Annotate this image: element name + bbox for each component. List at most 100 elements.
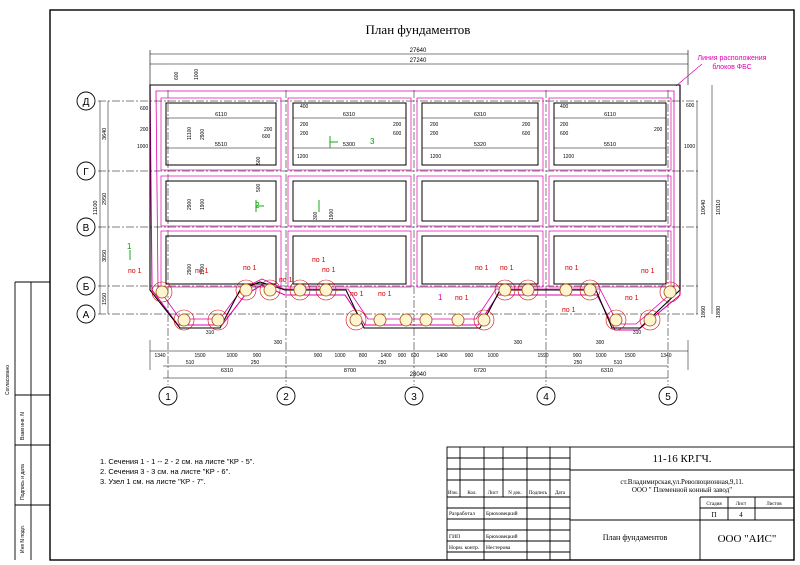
foundation-outline xyxy=(149,84,681,329)
svg-text:250: 250 xyxy=(378,360,387,366)
svg-text:1900: 1900 xyxy=(200,199,206,210)
svg-text:N док.: N док. xyxy=(508,491,522,496)
left-margin-strip: Согласовано Взам инв. N Подпись и дата И… xyxy=(5,281,50,560)
pile-outer-rings xyxy=(151,279,681,331)
stamp-sheets-label: Листов xyxy=(766,502,782,507)
svg-text:Изм.: Изм. xyxy=(448,491,458,496)
dim-left-11100: 11100 xyxy=(93,201,99,215)
dim-top-2: 6310 xyxy=(343,112,355,118)
svg-text:по 1: по 1 xyxy=(195,268,209,275)
section-mark-3: 3 xyxy=(370,137,375,146)
fbs-note-line2: блоков ФБС xyxy=(712,63,751,71)
svg-text:200: 200 xyxy=(140,127,149,133)
svg-text:по 1: по 1 xyxy=(243,265,257,272)
svg-text:ГИП: ГИП xyxy=(449,534,460,540)
svg-text:200: 200 xyxy=(654,127,663,133)
stamp-stage: П xyxy=(711,511,716,519)
dim-mid-4: 5510 xyxy=(604,142,616,148)
svg-text:300: 300 xyxy=(514,340,523,346)
title-block-roles: Разработал Брюховецкий ГИП Брюховецкий Н… xyxy=(449,510,518,551)
svg-text:600: 600 xyxy=(411,353,420,359)
svg-text:1000: 1000 xyxy=(137,144,148,150)
stamp-address: ст.Владимирская,ул.Революционная,9,11. xyxy=(620,478,743,486)
svg-text:510: 510 xyxy=(186,360,195,366)
svg-text:Лист: Лист xyxy=(488,491,499,496)
svg-text:1900: 1900 xyxy=(200,264,206,275)
note-2: 2. Сечения 3 - 3 см. на листе "КР - 6". xyxy=(100,467,230,476)
svg-text:по 1: по 1 xyxy=(565,265,579,272)
svg-text:по 1: по 1 xyxy=(312,257,326,264)
svg-text:по 1: по 1 xyxy=(350,291,364,298)
section-marks xyxy=(129,136,338,260)
svg-text:2900: 2900 xyxy=(200,129,206,140)
svg-text:по 1: по 1 xyxy=(475,265,489,272)
dim-overall-outer: 27640 xyxy=(410,48,427,54)
row-label-d: Д xyxy=(83,97,90,108)
svg-text:1000: 1000 xyxy=(595,353,606,359)
svg-text:800: 800 xyxy=(359,353,368,359)
svg-text:1500: 1500 xyxy=(624,353,635,359)
svg-text:600: 600 xyxy=(560,131,569,137)
svg-text:200: 200 xyxy=(300,122,309,128)
bottom-dim-chain: 1340 1500 1000 900 900 1000 800 1400 900… xyxy=(154,330,671,366)
node-mark-1: 1 xyxy=(438,293,443,302)
svg-text:1200: 1200 xyxy=(297,154,308,160)
svg-text:1340: 1340 xyxy=(660,353,671,359)
row-label-b: Б xyxy=(83,282,90,293)
axis-lines xyxy=(98,90,700,385)
svg-text:600: 600 xyxy=(522,131,531,137)
svg-text:250: 250 xyxy=(251,360,260,366)
svg-text:Норм. контр.: Норм. контр. xyxy=(449,545,480,551)
row-label-a: А xyxy=(83,310,90,321)
row-label-v: В xyxy=(83,223,90,234)
svg-text:200: 200 xyxy=(264,127,273,133)
svg-text:11100: 11100 xyxy=(187,127,193,140)
dim-right-10640: 10640 xyxy=(701,200,707,215)
room-openings-magenta xyxy=(160,97,672,288)
svg-text:500: 500 xyxy=(256,156,262,165)
section-mark-2: 2 xyxy=(255,201,260,210)
svg-text:Подпись: Подпись xyxy=(529,491,548,496)
svg-text:1200: 1200 xyxy=(563,154,574,160)
fbs-outline xyxy=(149,84,681,331)
col-label-3: 3 xyxy=(411,392,417,403)
svg-text:Нестерова: Нестерова xyxy=(486,545,511,551)
title-block xyxy=(446,446,795,561)
svg-text:900: 900 xyxy=(573,353,582,359)
svg-text:900: 900 xyxy=(398,353,407,359)
svg-text:по 1: по 1 xyxy=(279,277,293,284)
sheet-frame xyxy=(49,9,795,561)
svg-text:200: 200 xyxy=(430,122,439,128)
dim-left-3050: 3050 xyxy=(102,250,108,262)
dim-mid-1: 5510 xyxy=(215,142,227,148)
side-label-soglasovano: Согласовано xyxy=(5,365,11,395)
svg-text:1200: 1200 xyxy=(430,154,441,160)
dim-right-10310: 10310 xyxy=(716,200,722,215)
notes-block: 1. Сечения 1 - 1 -- 2 - 2 см. на листе "… xyxy=(100,457,255,486)
side-label-vzam: Взам инв. N xyxy=(20,412,26,440)
svg-text:1500: 1500 xyxy=(194,353,205,359)
svg-text:510: 510 xyxy=(614,360,623,366)
dim-right-1880: 1880 xyxy=(716,306,722,318)
note-3: 3. Узел 1 см. на листе "КР - 7". xyxy=(100,477,206,486)
svg-text:1000: 1000 xyxy=(334,353,345,359)
svg-text:1340: 1340 xyxy=(154,353,165,359)
svg-text:600: 600 xyxy=(262,134,271,140)
svg-text:200: 200 xyxy=(430,131,439,137)
svg-text:8700: 8700 xyxy=(344,368,356,374)
svg-text:Разработал: Разработал xyxy=(449,510,475,517)
side-label-podpis: Подпись и дата xyxy=(20,464,26,500)
svg-text:Дата: Дата xyxy=(555,491,566,496)
svg-text:200: 200 xyxy=(300,131,309,137)
col-label-4: 4 xyxy=(543,392,549,403)
svg-text:по 1: по 1 xyxy=(455,295,469,302)
stamp-org: ООО "АИС" xyxy=(718,533,777,545)
svg-text:900: 900 xyxy=(253,353,262,359)
svg-text:200: 200 xyxy=(393,122,402,128)
note-1: 1. Сечения 1 - 1 -- 2 - 2 см. на листе "… xyxy=(100,457,255,466)
svg-text:6310: 6310 xyxy=(601,368,613,374)
svg-text:1590: 1590 xyxy=(537,353,548,359)
dim-right-1860: 1860 xyxy=(701,306,707,318)
svg-text:300: 300 xyxy=(596,340,605,346)
